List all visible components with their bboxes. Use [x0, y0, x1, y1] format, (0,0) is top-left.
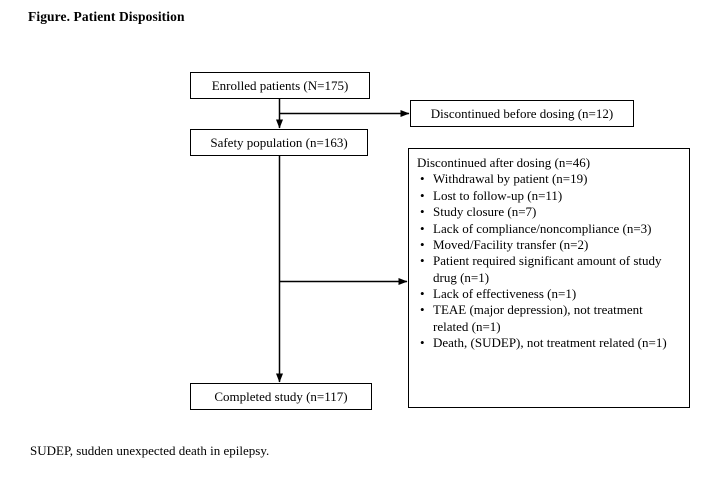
- bullet-icon: •: [420, 204, 425, 220]
- list-item-label: Lack of compliance/noncompliance (n=3): [433, 220, 652, 236]
- node-enrolled-patients-label: Enrolled patients (N=175): [211, 77, 349, 93]
- list-item-label: Moved/Facility transfer (n=2): [433, 236, 589, 252]
- list-item: • Lost to follow-up (n=11): [417, 188, 681, 204]
- list-item-label: Withdrawal by patient (n=19): [433, 171, 588, 187]
- list-item: • Study closure (n=7): [417, 204, 681, 220]
- list-item-label: TEAE (major depression), not treatment r…: [433, 302, 643, 334]
- list-item: • Lack of compliance/noncompliance (n=3): [417, 221, 681, 237]
- bullet-icon: •: [420, 220, 425, 236]
- node-safety-population: Safety population (n=163): [190, 129, 368, 156]
- list-item-label: Lost to follow-up (n=11): [433, 187, 563, 203]
- list-item: • Withdrawal by patient (n=19): [417, 171, 681, 187]
- list-item: • Death, (SUDEP), not treatment related …: [417, 335, 681, 351]
- list-item: • TEAE (major depression), not treatment…: [417, 302, 681, 335]
- list-item: • Lack of effectiveness (n=1): [417, 286, 681, 302]
- bullet-icon: •: [420, 335, 425, 351]
- list-item: • Patient required significant amount of…: [417, 253, 681, 286]
- bullet-icon: •: [420, 286, 425, 301]
- bullet-icon: •: [420, 253, 425, 269]
- node-completed-study-label: Completed study (n=117): [214, 388, 348, 404]
- bullet-icon: •: [420, 171, 425, 187]
- node-discontinued-before-dosing: Discontinued before dosing (n=12): [410, 100, 634, 127]
- node-completed-study: Completed study (n=117): [190, 383, 372, 410]
- bullet-icon: •: [420, 236, 425, 252]
- list-item: • Moved/Facility transfer (n=2): [417, 237, 681, 253]
- list-item-label: Patient required significant amount of s…: [433, 253, 662, 285]
- node-enrolled-patients: Enrolled patients (N=175): [190, 72, 370, 99]
- node-discontinued-before-dosing-label: Discontinued before dosing (n=12): [430, 105, 614, 121]
- discontinued-after-dosing-heading: Discontinued after dosing (n=46): [417, 155, 591, 170]
- list-item-label: Study closure (n=7): [433, 204, 537, 220]
- figure-footnote: SUDEP, sudden unexpected death in epilep…: [30, 443, 270, 458]
- list-item-label: Lack of effectiveness (n=1): [433, 286, 577, 301]
- bullet-icon: •: [420, 187, 425, 203]
- bullet-icon: •: [420, 302, 425, 318]
- list-item-label: Death, (SUDEP), not treatment related (n…: [433, 335, 667, 351]
- node-safety-population-label: Safety population (n=163): [210, 134, 348, 150]
- node-discontinued-after-dosing: Discontinued after dosing (n=46) • Withd…: [408, 148, 690, 408]
- discontinued-after-dosing-list: • Withdrawal by patient (n=19) • Lost to…: [417, 171, 681, 351]
- figure-title: Figure. Patient Disposition: [28, 9, 185, 24]
